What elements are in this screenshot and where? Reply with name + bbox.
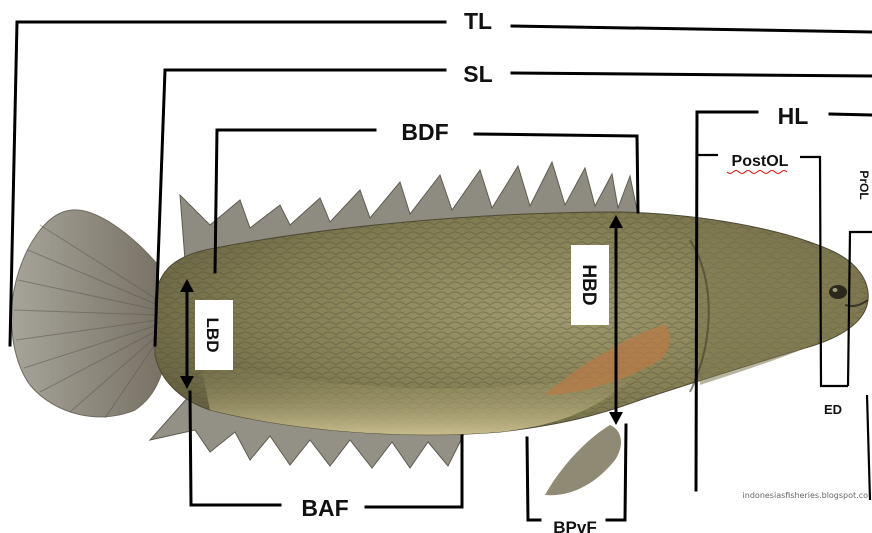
fish-illustration — [11, 162, 868, 495]
sl-label: SL — [463, 61, 492, 87]
tl-label: TL — [464, 8, 492, 34]
fish-eye — [829, 285, 847, 299]
watermark-text: indonesiasfisheries.blogspot.co — [743, 491, 869, 500]
hl-label: HL — [778, 103, 809, 129]
hbd-label: HBD — [578, 264, 599, 305]
fish-head — [690, 222, 863, 385]
ed-label: ED — [824, 402, 842, 417]
bdf-label: BDF — [401, 119, 448, 145]
fish-eye-highlight — [833, 288, 838, 292]
lbd-label: LBD — [203, 318, 222, 353]
bpvf-label: BPvF — [553, 518, 596, 533]
head-right-edge — [867, 395, 870, 500]
postol-spellcheck-underline — [727, 171, 787, 174]
prol-label: PrOL — [857, 170, 871, 199]
caudal-fin — [11, 210, 162, 417]
pelvic-fin — [545, 425, 621, 495]
postol-label: PostOL — [732, 153, 789, 170]
baf-label: BAF — [301, 495, 348, 521]
